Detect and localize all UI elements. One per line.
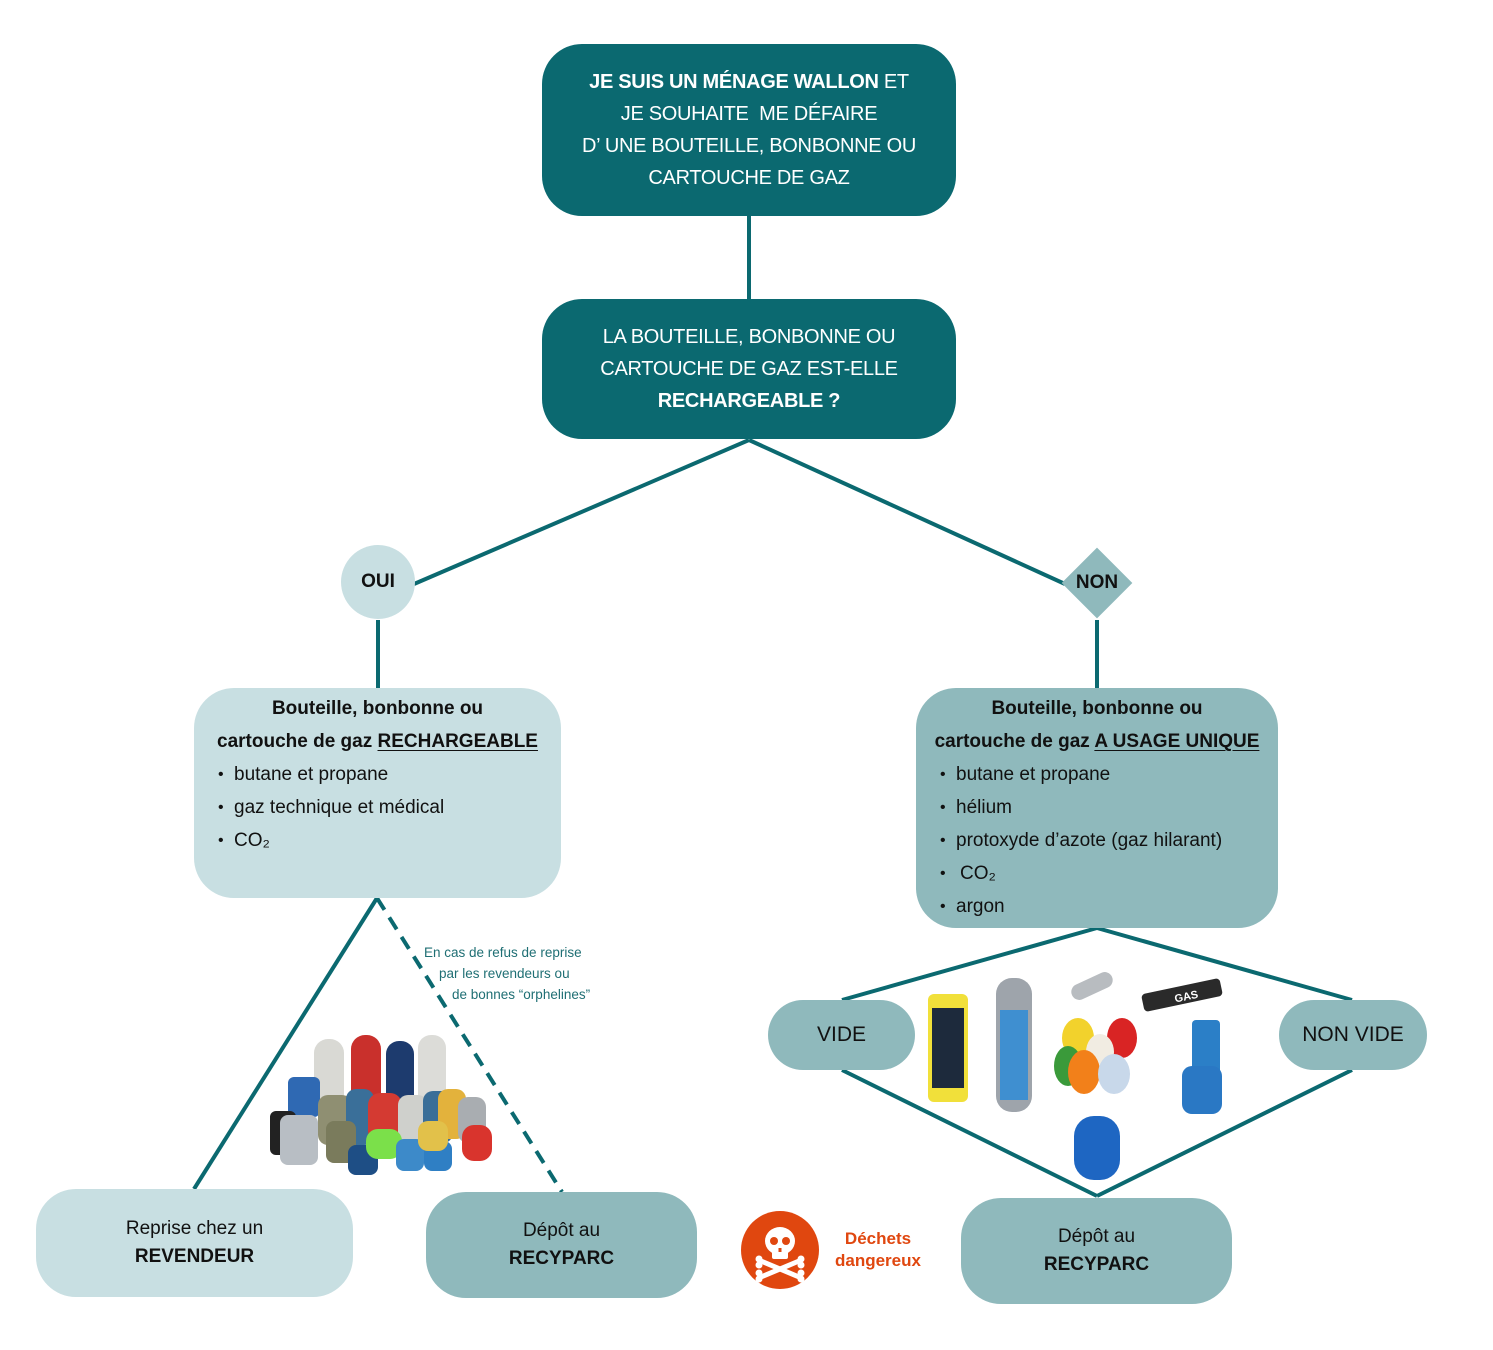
- question-line2: CARTOUCHE DE GAZ EST-ELLE: [600, 358, 898, 380]
- refusal-note: En cas de refus de reprise par les reven…: [424, 942, 624, 1005]
- list-item: protoxyde d’azote (gaz hilarant): [936, 824, 1222, 857]
- start-line1-rest: ET: [878, 71, 909, 93]
- list-item: argon: [936, 890, 1222, 923]
- line-question-to-non: [748, 438, 1066, 586]
- single-use-box: Bouteille, bonbonne ou cartouche de gaz …: [916, 688, 1278, 928]
- hazard-line1: Déchets: [844, 1229, 912, 1248]
- rechargeable-box: Bouteille, bonbonne ou cartouche de gaz …: [194, 688, 561, 898]
- line-single-use-to-non-vide: [1096, 926, 1353, 1002]
- answer-no-label: NON: [1075, 572, 1119, 593]
- helium-tank-icon: [1074, 1116, 1120, 1180]
- recyparc-left-bold: RECYPARC: [508, 1248, 615, 1269]
- single-use-gas-list: butane et propane hélium protoxyde d’azo…: [936, 758, 1222, 923]
- line-rechargeable-to-revendeur: [192, 896, 379, 1191]
- single-use-title-line1: Bouteille, bonbonne ou: [991, 698, 1203, 719]
- answer-no: NON: [1061, 547, 1133, 619]
- single-use-title-underlined: A USAGE UNIQUE: [1094, 731, 1260, 752]
- rechargeable-gas-list: butane et propane gaz technique et médic…: [214, 758, 444, 857]
- rechargeable-title-line2: cartouche de gaz: [217, 731, 378, 752]
- start-node: JE SUIS UN MÉNAGE WALLON ET JE SOUHAITE …: [542, 44, 956, 216]
- start-line4: CARTOUCHE DE GAZ: [648, 167, 850, 189]
- yellow-cartridge-icon: [928, 994, 968, 1102]
- outcome-recyparc-rechargeable: Dépôt au RECYPARC: [426, 1192, 697, 1298]
- start-line2: JE SOUHAITE ME DÉFAIRE: [620, 103, 878, 125]
- note-line2: par les revendeurs ou: [439, 966, 570, 981]
- revendeur-bold: REVENDEUR: [134, 1246, 255, 1267]
- line-rechargeable-to-recyparc-dashed: [375, 896, 564, 1194]
- list-item: gaz technique et médical: [214, 791, 444, 824]
- question-line1: LA BOUTEILLE, BONBONNE OU: [602, 326, 896, 348]
- balloons-icon: [1054, 1018, 1137, 1094]
- recyparc-right-line1: Dépôt au: [1057, 1226, 1136, 1247]
- revendeur-line1: Reprise chez un: [125, 1218, 264, 1239]
- co2-capsule-icon: [1071, 972, 1113, 1000]
- line-single-use-to-vide: [841, 926, 1098, 1002]
- hazard-label: Déchets dangereux: [828, 1228, 928, 1272]
- list-item: CO₂: [214, 824, 444, 857]
- butane-can-icon: [1182, 1020, 1222, 1114]
- question-bold: RECHARGEABLE ?: [657, 390, 841, 412]
- line-question-to-oui: [413, 438, 750, 586]
- start-bold: JE SUIS UN MÉNAGE WALLON: [589, 71, 879, 93]
- rechargeable-title-line1: Bouteille, bonbonne ou: [271, 698, 484, 719]
- gas-tube-icon: GAS: [1141, 978, 1223, 1012]
- grey-cylinder-icon: [996, 978, 1032, 1112]
- answer-yes: OUI: [341, 545, 415, 619]
- skull-crossbones-icon: [741, 1211, 819, 1289]
- outcome-recyparc-single-use: Dépôt au RECYPARC: [961, 1198, 1232, 1304]
- note-line3: de bonnes “orphelines”: [452, 987, 591, 1002]
- recyparc-left-line1: Dépôt au: [522, 1220, 601, 1241]
- outcome-revendeur: Reprise chez un REVENDEUR: [36, 1189, 353, 1297]
- rechargeable-title-underlined: RECHARGEABLE: [377, 731, 538, 752]
- list-item: butane et propane: [214, 758, 444, 791]
- empty-node: VIDE: [768, 1000, 915, 1070]
- list-item: CO₂: [936, 857, 1222, 890]
- gas-cylinders-group-icon: [270, 1035, 492, 1175]
- line-non-vide-to-recyparc: [1096, 1068, 1353, 1198]
- list-item: hélium: [936, 791, 1222, 824]
- list-item: butane et propane: [936, 758, 1222, 791]
- gas-tube-label: GAS: [1174, 989, 1200, 1006]
- question-node: LA BOUTEILLE, BONBONNE OU CARTOUCHE DE G…: [542, 299, 956, 439]
- recyparc-right-bold: RECYPARC: [1043, 1254, 1150, 1275]
- hazard-line2: dangereux: [835, 1251, 921, 1270]
- line-vide-to-recyparc: [841, 1068, 1098, 1198]
- not-empty-node: NON VIDE: [1279, 1000, 1427, 1070]
- note-line1: En cas de refus de reprise: [424, 945, 582, 960]
- single-use-containers-icon: GAS: [928, 972, 1223, 1180]
- start-line3: D’ UNE BOUTEILLE, BONBONNE OU: [582, 135, 916, 157]
- single-use-title-line2: cartouche de gaz: [934, 731, 1095, 752]
